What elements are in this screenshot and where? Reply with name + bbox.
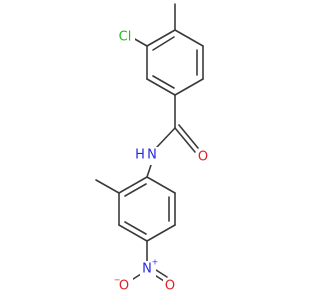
nitro-oxygen-charge: − xyxy=(114,276,121,285)
bond-ring2-c4-c5 xyxy=(118,224,148,242)
bond-c-n-amide xyxy=(156,127,176,148)
atom-amide-nitrogen: N xyxy=(147,148,157,163)
atom-chlorine: Cl xyxy=(119,30,132,45)
bond-ring1-c1-c2 xyxy=(174,29,204,47)
atom-nitro-oxygen-right: O xyxy=(165,279,175,294)
atom-nitro-nitrogen: N xyxy=(142,262,152,277)
bond-c-cl xyxy=(132,37,148,47)
atom-nitro-oxygen-left: O xyxy=(119,279,129,294)
atom-carbonyl-oxygen: O xyxy=(198,150,208,165)
bond-c-o-double-a xyxy=(174,127,196,153)
bond-ring1-c6-c1 xyxy=(146,29,176,47)
nitro-nitrogen-charge: + xyxy=(152,258,159,267)
bond-ring2-c3-c4 xyxy=(146,224,176,242)
bond-ring2-c6-c1 xyxy=(118,176,148,194)
bond-ring1-c6-c1-inner xyxy=(152,36,175,51)
bond-ring1-c4-c5-inner xyxy=(152,75,175,89)
molecule-structure-diagram: Cl H N O N + O − O xyxy=(95,3,210,294)
bond-ring2-c1-c2 xyxy=(146,176,176,194)
bond-layer xyxy=(95,3,204,282)
bond-ring1-c4-c5 xyxy=(146,78,176,96)
atom-amide-hydrogen: H xyxy=(135,148,145,163)
bond-ring1-c3-c4 xyxy=(174,78,204,96)
bond-c-o-double-b xyxy=(178,124,199,149)
bond-methyl-lower xyxy=(95,179,120,194)
atom-label-layer: Cl H N O N + O − O xyxy=(114,29,210,294)
bond-ring2-c4-c5-inner xyxy=(124,221,147,235)
bond-n-o-right-b xyxy=(155,269,168,278)
bond-ring2-c6-c1-inner xyxy=(124,183,147,197)
bond-n-ring2 xyxy=(146,164,152,178)
